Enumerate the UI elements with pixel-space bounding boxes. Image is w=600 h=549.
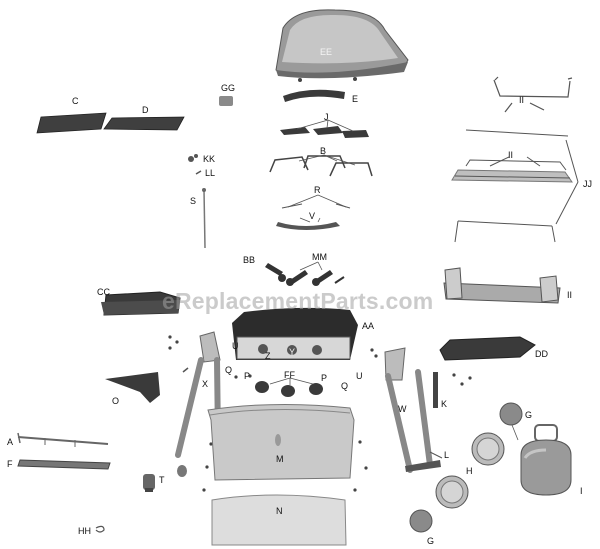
part-hh — [95, 525, 105, 533]
part-k — [433, 372, 438, 408]
label-y: Y — [289, 347, 296, 357]
label-hh: HH — [78, 526, 91, 536]
label-dd: DD — [535, 349, 548, 359]
valves — [265, 263, 345, 286]
label-k: K — [441, 399, 448, 409]
gauge-h-1 — [471, 432, 505, 466]
label-a: A — [7, 437, 14, 447]
label-v: V — [309, 211, 316, 221]
heat-tent-1 — [280, 127, 310, 135]
label-q-right: Q — [341, 381, 349, 391]
label-w: W — [398, 404, 407, 414]
label-ee: EE — [320, 47, 333, 57]
label-m: M — [276, 454, 284, 464]
label-i: I — [580, 486, 583, 496]
bracket-ii-lower — [443, 267, 561, 304]
gauge-h-2 — [435, 475, 469, 509]
label-n: N — [276, 506, 283, 516]
label-ll: LL — [205, 168, 216, 178]
label-ff: FF — [284, 370, 295, 380]
panel-n — [211, 494, 347, 546]
label-c: C — [72, 96, 79, 106]
label-j: J — [324, 112, 329, 122]
heat-tent-3 — [342, 130, 369, 138]
bar-a — [17, 432, 109, 447]
watermark-text: eReplacementParts.com — [162, 288, 434, 314]
grate-c — [36, 112, 107, 134]
part-gg — [219, 96, 233, 106]
label-u-left: U — [232, 341, 239, 351]
side-shelf-cc — [101, 291, 181, 316]
label-g-bottom: G — [427, 536, 435, 546]
leg-w — [384, 347, 441, 473]
label-d: D — [142, 105, 149, 115]
gauge-g-bottom — [409, 509, 433, 533]
label-u-right: U — [356, 371, 363, 381]
side-shelf-dd — [439, 336, 536, 361]
panel-m — [207, 403, 355, 481]
lid-handle-part — [283, 89, 345, 102]
bracket-ii-top — [493, 76, 573, 113]
rod-s — [203, 189, 206, 249]
label-x: X — [202, 379, 209, 389]
label-b: B — [320, 146, 327, 156]
propane-tank-i — [520, 424, 572, 496]
grate-d — [103, 116, 185, 131]
part-v — [276, 222, 340, 230]
control-knobs-ff — [255, 381, 323, 397]
label-h: H — [466, 466, 473, 476]
label-ii-mid: II — [508, 150, 514, 160]
label-o: O — [112, 396, 120, 406]
label-cc: CC — [97, 287, 110, 297]
caster-t — [143, 474, 155, 492]
label-bb: BB — [243, 255, 256, 265]
label-f: F — [7, 459, 13, 469]
label-r: R — [314, 185, 321, 195]
warming-rack — [451, 129, 579, 243]
label-l: L — [444, 450, 450, 460]
burner-b — [269, 155, 373, 177]
label-p-right: P — [321, 373, 328, 383]
label-kk: KK — [203, 154, 216, 164]
heat-tent-2 — [313, 126, 343, 135]
label-g-top: G — [525, 410, 533, 420]
label-q-left: Q — [225, 365, 233, 375]
label-jj: JJ — [583, 179, 592, 189]
label-ii-low: II — [567, 290, 573, 300]
label-ii-top: II — [519, 95, 525, 105]
firebox-aa — [232, 307, 358, 360]
label-aa: AA — [362, 321, 375, 331]
bracket-o — [105, 372, 160, 403]
label-t: T — [159, 475, 165, 485]
label-gg: GG — [221, 83, 236, 93]
bar-f — [17, 459, 111, 470]
lid-part — [275, 9, 409, 79]
label-e: E — [352, 94, 359, 104]
gauge-g-top — [499, 402, 523, 426]
label-mm: MM — [312, 252, 327, 262]
label-z: Z — [265, 351, 271, 361]
label-s: S — [190, 196, 197, 206]
label-p-left: P — [244, 371, 251, 381]
